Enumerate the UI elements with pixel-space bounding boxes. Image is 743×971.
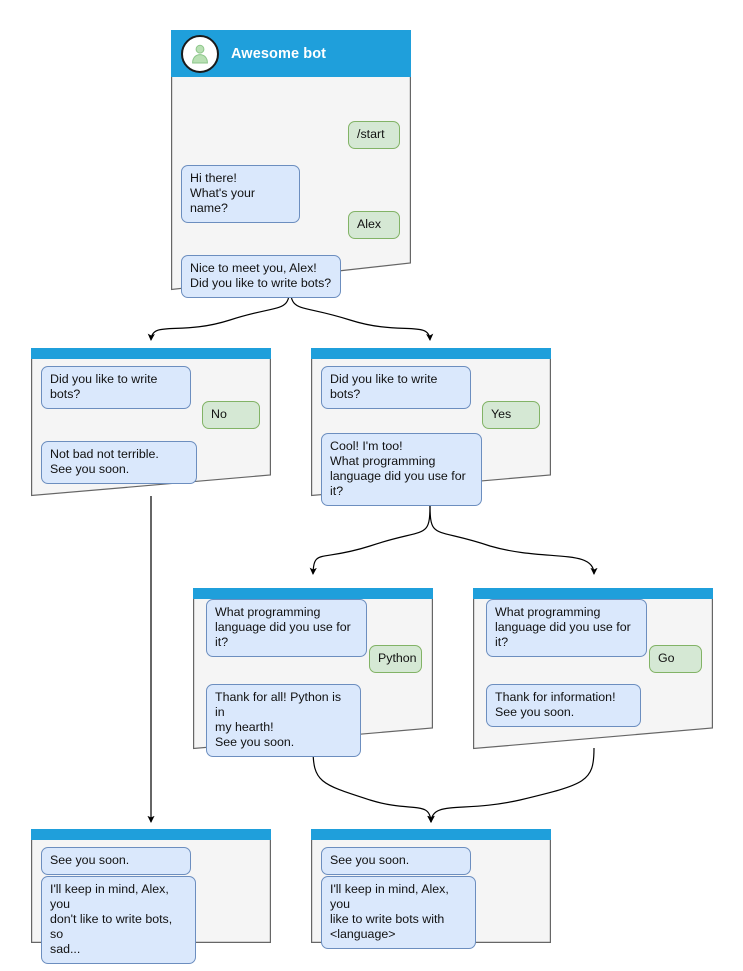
person-avatar-icon: [181, 34, 219, 73]
chat-bubble-bot: Did you like to write bots?: [321, 366, 471, 409]
chat-message-list: Did you like to write bots? No Not bad n…: [31, 359, 271, 498]
chat-window-title: Awesome bot: [231, 45, 327, 62]
edge-yes-to-python: [309, 502, 431, 575]
chat-message-list: What programming language did you use fo…: [193, 599, 433, 757]
chat-window-titlebar: [31, 829, 271, 840]
chat-bubble-bot: I'll keep in mind, Alex, you don't like …: [41, 876, 196, 964]
chat-window-titlebar: [473, 588, 713, 599]
edge-yes-to-go: [429, 502, 598, 575]
chat-bubble-bot: See you soon.: [41, 847, 191, 875]
node-awesome-bot-start[interactable]: Awesome bot /start Hi there! What's your…: [171, 30, 411, 298]
chat-bubble-user: No: [202, 401, 260, 429]
edge-go-to-ending-yes: [427, 747, 595, 823]
chat-window-titlebar: [311, 829, 551, 840]
chat-bubble-user: Yes: [482, 401, 540, 429]
edge-python-to-ending-yes: [312, 747, 435, 823]
chat-bubble-bot: I'll keep in mind, Alex, you like to wri…: [321, 876, 476, 949]
node-ending-no[interactable]: See you soon. I'll keep in mind, Alex, y…: [31, 829, 271, 964]
chat-bubble-bot: See you soon.: [321, 847, 471, 875]
chat-window-titlebar: Awesome bot: [171, 30, 411, 77]
node-answer-python[interactable]: What programming language did you use fo…: [193, 588, 433, 757]
node-ending-yes[interactable]: See you soon. I'll keep in mind, Alex, y…: [311, 829, 551, 949]
chat-message-list: /start Hi there! What's your name? Alex …: [171, 77, 411, 298]
chat-message-list: What programming language did you use fo…: [473, 599, 713, 751]
chat-bubble-bot: Hi there! What's your name?: [181, 165, 300, 223]
chat-bubble-bot: Did you like to write bots?: [41, 366, 191, 409]
chat-window-titlebar: [311, 348, 551, 359]
chat-message-list: See you soon. I'll keep in mind, Alex, y…: [311, 840, 551, 949]
chat-bubble-bot: What programming language did you use fo…: [206, 599, 367, 657]
chat-bubble-bot: Thank for all! Python is in my hearth! S…: [206, 684, 361, 757]
chat-bubble-bot: Cool! I'm too! What programming language…: [321, 433, 482, 506]
chat-bubble-bot: Thank for information! See you soon.: [486, 684, 641, 727]
chat-bubble-user: Alex: [348, 211, 400, 239]
chat-bubble-user: /start: [348, 121, 400, 149]
chat-bubble-bot: Not bad not terrible. See you soon.: [41, 441, 197, 484]
node-answer-go[interactable]: What programming language did you use fo…: [473, 588, 713, 751]
chat-window-titlebar: [31, 348, 271, 359]
chat-bubble-bot: What programming language did you use fo…: [486, 599, 647, 657]
chat-bubble-user: Go: [649, 645, 702, 673]
node-answer-no[interactable]: Did you like to write bots? No Not bad n…: [31, 348, 271, 498]
chat-window-titlebar: [193, 588, 433, 599]
chat-bubble-bot: Nice to meet you, Alex! Did you like to …: [181, 255, 341, 298]
chat-message-list: See you soon. I'll keep in mind, Alex, y…: [31, 840, 271, 964]
chat-bubble-user: Python: [369, 645, 422, 673]
node-answer-yes[interactable]: Did you like to write bots? Yes Cool! I'…: [311, 348, 551, 506]
chat-message-list: Did you like to write bots? Yes Cool! I'…: [311, 359, 551, 506]
